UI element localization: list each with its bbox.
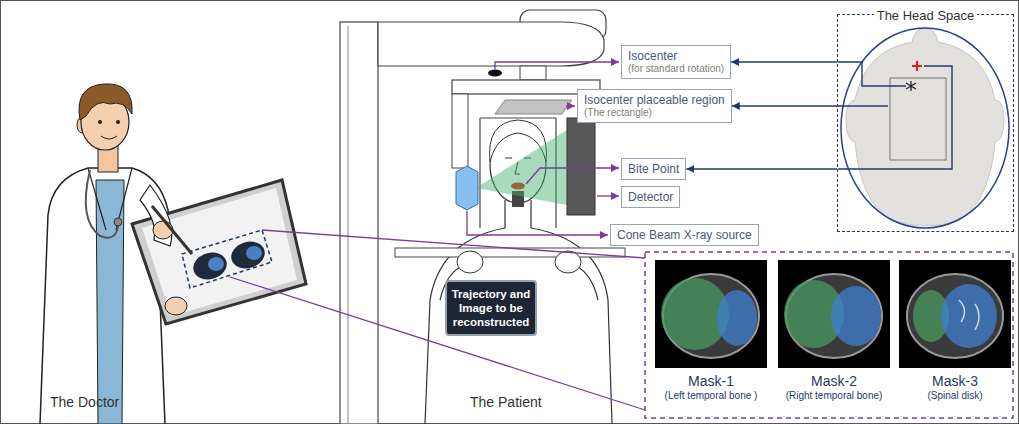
bite-point-marker [912, 61, 922, 71]
stylus [152, 206, 192, 254]
tablet [132, 180, 306, 324]
node-title: Mask-1 [655, 373, 767, 390]
mask-caption: Mask-1(Left temporal bone ) [655, 373, 767, 402]
ct-slice [899, 260, 1011, 368]
ct-slice [655, 260, 767, 368]
leader-line [467, 211, 608, 235]
detector-panel [567, 118, 595, 215]
node-subtitle: (Spinal disk) [899, 390, 1011, 402]
doctor-hair [79, 84, 132, 120]
node-title: Isocenter placeable region [584, 93, 725, 107]
tablet-screen [142, 188, 297, 316]
ct-slice [778, 260, 890, 368]
mask-caption: Mask-3(Spinal disk) [899, 373, 1011, 402]
label-box: Isocenter placeable region(The rectangle… [577, 89, 732, 123]
leader-line [230, 277, 645, 410]
leader-line [526, 168, 619, 184]
mask-region [717, 290, 757, 346]
node-title: Bite Point [628, 162, 679, 176]
connector-arrow [732, 105, 837, 106]
mask-region [941, 284, 997, 348]
scanner-joint [520, 66, 546, 80]
label-box: Detector [621, 186, 680, 208]
label-box: Isocenter(for standard rotation) [621, 45, 731, 79]
stethoscope [86, 170, 118, 238]
node-title: Cone Beam X-ray source [617, 228, 752, 242]
screen-selection [182, 230, 272, 288]
stethoscope [114, 218, 122, 226]
node-title: Mask-2 [778, 373, 890, 390]
node-title: Detector [628, 190, 673, 204]
node-subtitle: (The rectangle) [584, 107, 725, 119]
doctor-eye [98, 120, 102, 124]
leader-line [597, 195, 619, 196]
placeable-rectangle [890, 78, 946, 160]
node-title: Trajectory and Image to be reconstructed [451, 287, 531, 329]
isocenter-marker [906, 81, 916, 91]
screen-image [208, 257, 224, 271]
mask-panel-frame [645, 252, 1013, 418]
leader-line [495, 62, 619, 69]
coat-lapel [88, 168, 132, 230]
doctor-eye [116, 120, 120, 124]
leader-line [838, 105, 888, 106]
scanner-boom [378, 22, 604, 66]
node-title: Isocenter [628, 49, 724, 63]
figure-label: The Patient [470, 394, 542, 410]
figure-label: The Doctor [50, 394, 119, 410]
handle-bar [395, 248, 625, 257]
node-subtitle: (Right temporal bone) [778, 390, 890, 402]
ct-background [778, 260, 890, 368]
patient-hand [555, 251, 581, 273]
head-space-region: The Head Space [837, 14, 1014, 232]
screen-box: Trajectory and Image to be reconstructed [445, 280, 537, 336]
ct-skull [907, 274, 1003, 358]
doctor-smile [101, 136, 117, 139]
screen-image [246, 246, 262, 260]
node-title: The Head Space [874, 8, 978, 23]
head-top-view [846, 28, 1004, 226]
ct-background [899, 260, 1011, 368]
leader-line [838, 62, 906, 86]
doctor-hand [165, 297, 187, 315]
label-box: Cone Beam X-ray source [610, 224, 759, 246]
doctor-hand [153, 221, 173, 239]
screen-image [190, 249, 230, 283]
connector-arrow [731, 61, 837, 62]
node-subtitle: (for standard rotation) [628, 63, 724, 75]
gantry-arm [452, 94, 468, 168]
ct-structure [959, 300, 979, 330]
node-title: Mask-3 [899, 373, 1011, 390]
patient-hand [457, 251, 483, 273]
isocenter-plane [495, 100, 572, 114]
scanner-column [340, 22, 378, 424]
node-subtitle: (Left temporal bone ) [655, 390, 767, 402]
head-boundary [841, 28, 1009, 228]
mask-caption: Mask-2(Right temporal bone) [778, 373, 890, 402]
scanner-column [348, 26, 349, 424]
leader-line [262, 230, 645, 258]
ct-background [655, 260, 767, 368]
heading-wrap: The Head Space [838, 6, 1013, 24]
x-ray-source [456, 166, 478, 210]
connector-arrow [686, 168, 837, 169]
isocenter-dot [488, 70, 502, 77]
mask-region [831, 286, 881, 346]
doctor-coat [40, 168, 175, 424]
leader-line [838, 66, 952, 169]
leader-line [566, 105, 575, 106]
screen-image [228, 238, 268, 272]
label-box: Bite Point [621, 158, 686, 180]
